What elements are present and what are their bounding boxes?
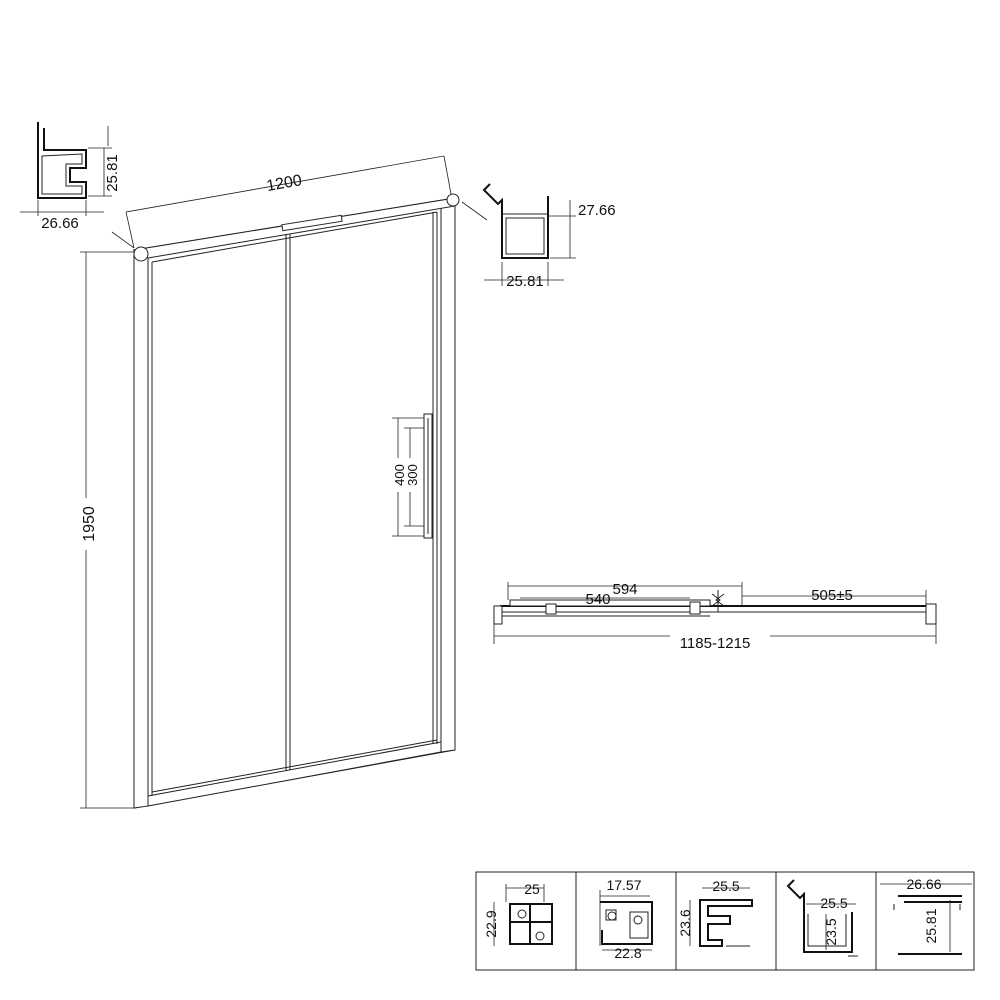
profile-detail-top-left: 25.81 26.66 <box>20 122 121 232</box>
height-dimension: 1950 <box>78 251 134 809</box>
profile-cell-3: 25.5 23.6 <box>677 878 753 947</box>
profile-5-side: 25.81 <box>923 908 939 943</box>
profile-5-top: 26.66 <box>906 876 941 892</box>
profiles-table <box>475 871 975 971</box>
height-label: 1950 <box>81 506 98 542</box>
profile-detail-top-right: 27.66 25.81 <box>461 183 616 290</box>
profile-tl-height: 25.81 <box>104 154 121 192</box>
profile-4-side: 23.5 <box>823 918 839 945</box>
plan-sliding-panel <box>509 599 711 607</box>
profile-1-side: 22.9 <box>483 910 499 937</box>
profile-cell-1: 25 22.9 <box>483 881 553 946</box>
plan-panel-label: 594 <box>612 581 637 598</box>
corner-cap-left <box>133 246 149 262</box>
profile-2-top: 17.57 <box>606 877 641 893</box>
profile-2-bottom: 22.8 <box>614 945 641 961</box>
profile-cell-5: 26.66 25.81 <box>880 876 972 955</box>
profiles-row: 25 22.9 17.57 22.8 25.5 23.6 <box>475 871 975 971</box>
profile-cell-2: 17.57 22.8 <box>599 877 653 961</box>
plan-glass-label: 540 <box>585 591 610 608</box>
handle-dimensions: 400 300 <box>389 417 424 537</box>
profile-cell-4: 25.5 23.5 <box>786 879 858 957</box>
profile-tr-height: 27.66 <box>578 202 616 219</box>
right-post <box>440 197 456 753</box>
profile-4-top: 25.5 <box>820 895 847 911</box>
bottom-rail <box>147 741 442 807</box>
profile-3-top: 25.5 <box>712 878 739 894</box>
width-label: 1200 <box>265 172 303 195</box>
plan-total-label: 1185-1215 <box>680 635 751 652</box>
door-elevation <box>132 193 460 809</box>
profile-1-top: 25 <box>524 881 540 897</box>
profile-tl-width: 26.66 <box>41 215 79 232</box>
door-outer-frame <box>133 197 456 809</box>
plan-view: 594 540 505±5 1185-1215 <box>493 581 937 652</box>
profile-3-side: 23.6 <box>677 909 693 936</box>
plan-opening-label: 505±5 <box>811 587 853 604</box>
handle-outer-label: 400 <box>392 464 407 486</box>
profile-tr-width: 25.81 <box>506 273 544 290</box>
width-dimension: 1200 <box>111 155 452 249</box>
left-post <box>133 249 149 809</box>
handle-inner-label: 300 <box>405 464 420 486</box>
corner-cap-right <box>446 193 460 207</box>
